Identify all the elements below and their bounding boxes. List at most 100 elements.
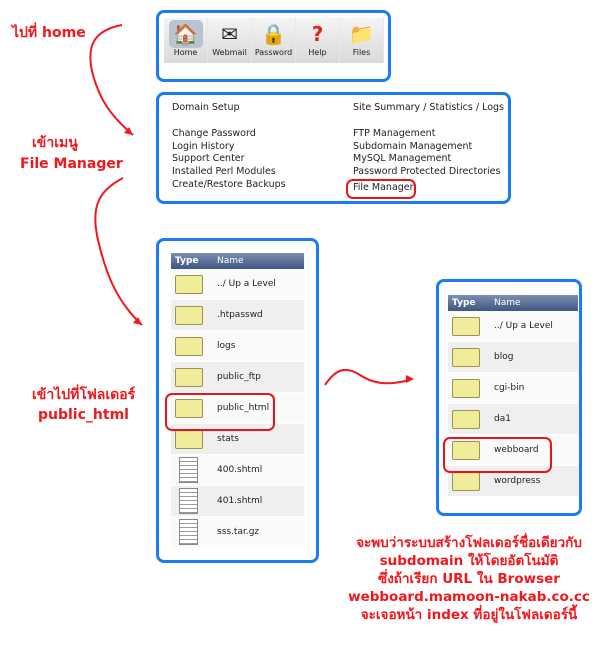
menu-item[interactable]: Password Protected Directories [353,166,501,178]
table-row[interactable]: logs [171,330,304,362]
menu-item-file-manager[interactable]: File Manager [353,181,414,193]
folder-icon [175,336,203,356]
folder-icon [175,367,203,387]
note-line: subdomain ให้โดยอัตโนมัติ [379,553,559,569]
file-icon [179,488,198,514]
table-row[interactable]: blog [448,341,578,373]
folder-icon [452,440,480,460]
arrow-home-to-menu [89,24,134,136]
arrow-public-html-to-folder [324,368,411,386]
column-header-name[interactable]: Name [213,253,304,269]
file-name[interactable]: da1 [490,403,578,435]
folder-icon [175,398,203,418]
annotation-go-home: ไปที่ home [12,25,86,41]
column-header-type[interactable]: Type [171,253,213,269]
menu-item[interactable]: Change Password [172,128,256,139]
file-name[interactable]: blog [490,341,578,373]
column-header-name[interactable]: Name [490,295,578,311]
toolbar-home[interactable]: 🏠Home [164,18,208,63]
house-icon: 🏠 [168,20,203,48]
note-line: จะพบว่าระบบสร้างโฟลเดอร์ชื่อเดียวกับ [356,535,582,551]
toolbar-help[interactable]: ? Help [296,18,340,63]
folder-icon [175,305,203,325]
folder-icon [452,347,480,367]
toolbar-password[interactable]: 🔒 Password [252,18,296,63]
annotation-enter-folder: เข้าไปที่โฟลเดอร์ [32,387,136,403]
toolbar: 🏠Home ✉ Webmail 🔒 Password ? Help 📁 Files [164,18,384,63]
note-line: จะเจอหน้า index ที่อยู่ในโฟลเดอร์นี้ [360,607,578,623]
file-name[interactable]: logs [213,330,304,362]
annotation-file-manager: File Manager [20,156,123,172]
table-row[interactable]: 400.shtml [171,454,304,486]
mail-icon: ✉ [221,22,238,46]
annotation-note: จะพบว่าระบบสร้างโฟลเดอร์ชื่อเดียวกับ sub… [334,534,604,624]
file-icon [179,457,198,483]
arrow-menu-to-files [94,177,143,326]
folder-icon [175,429,203,449]
menu-item[interactable]: Support Center [172,153,245,165]
table-row[interactable]: public_html [171,392,304,424]
toolbar-label: Webmail [212,48,247,57]
menu-left-list: Change Password Login History Support Ce… [172,128,286,192]
table-row[interactable]: .htpasswd [171,299,304,331]
annotation-enter-menu: เข้าเมนู [32,135,78,151]
folder-icon [452,409,480,429]
file-name[interactable]: sss.tar.gz [213,516,304,548]
file-name[interactable]: 401.shtml [213,485,304,517]
toolbar-label: Password [254,48,293,57]
table-row[interactable]: 401.shtml [171,485,304,517]
file-name[interactable]: ../ Up a Level [213,269,304,300]
file-name[interactable]: public_html [213,392,304,424]
toolbar-webmail[interactable]: ✉ Webmail [208,18,252,63]
note-line: webboard.mamoon-nakab.co.cc [348,589,590,605]
menu-item[interactable]: Create/Restore Backups [172,178,286,190]
highlight-file-manager [346,179,416,199]
toolbar-label: Home [173,48,198,57]
menu-item[interactable]: Installed Perl Modules [172,166,276,178]
folder-icon [452,471,480,491]
table-row[interactable]: webboard [448,434,578,466]
highlight-webboard [443,437,552,473]
file-name[interactable]: .htpasswd [213,299,304,331]
folder-icon [452,378,480,398]
table-row[interactable]: sss.tar.gz [171,516,304,548]
table-row[interactable]: ../ Up a Level [448,311,578,342]
toolbar-label: Files [352,48,371,57]
file-name[interactable]: webboard [490,434,578,466]
table-row[interactable]: stats [171,423,304,455]
menu-item[interactable]: Subdomain Management [353,140,473,152]
menu-box: Domain Setup Site Summary / Statistics /… [156,92,511,204]
file-name[interactable]: 400.shtml [213,454,304,486]
menu-left-header[interactable]: Domain Setup [172,102,240,113]
table-row[interactable]: ../ Up a Level [171,269,304,300]
file-icon [179,519,198,545]
padlock-icon: 🔒 [261,22,286,46]
file-name[interactable]: cgi-bin [490,372,578,404]
menu-right-header[interactable]: Site Summary / Statistics / Logs [353,102,504,113]
table-row[interactable]: da1 [448,403,578,435]
files-icon: 📁 [349,22,374,46]
menu-right-list: FTP Management Subdomain Management MySQ… [353,128,500,195]
note-line: ซึ่งถ้าเรียก URL ใน Browser [378,571,560,587]
toolbar-box: 🏠Home ✉ Webmail 🔒 Password ? Help 📁 Files [156,10,391,82]
toolbar-label: Help [308,48,327,57]
column-header-type[interactable]: Type [448,295,490,311]
file-name[interactable]: stats [213,423,304,455]
file-name[interactable]: wordpress [490,465,578,497]
file-name[interactable]: public_ftp [213,361,304,393]
menu-item[interactable]: Login History [172,140,235,152]
annotation-public-html: public_html [38,407,129,423]
toolbar-files[interactable]: 📁 Files [340,18,384,63]
menu-item[interactable]: MySQL Management [353,153,452,165]
highlight-public-html [165,393,275,431]
table-row[interactable]: cgi-bin [448,372,578,404]
file-name[interactable]: ../ Up a Level [490,311,578,342]
table-row[interactable]: public_ftp [171,361,304,393]
question-icon: ? [311,22,324,46]
menu-item[interactable]: FTP Management [353,128,436,139]
